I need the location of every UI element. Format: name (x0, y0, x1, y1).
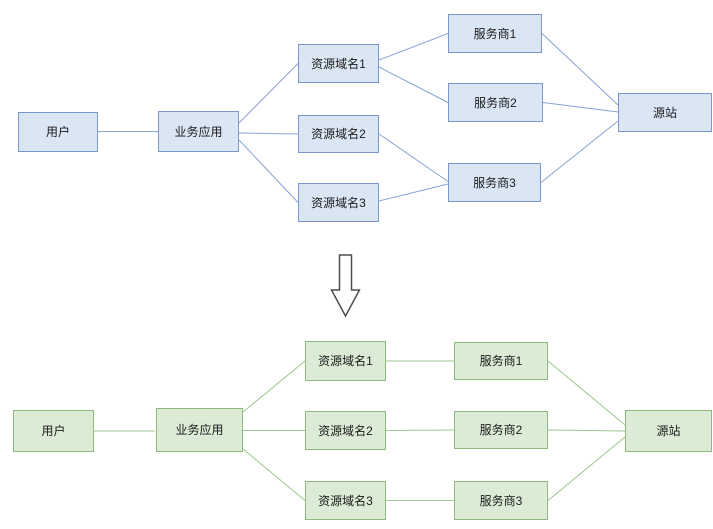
bottom-node-service-provider-3: 服务商3 (454, 481, 548, 520)
bottom-edge-provider1-origin (547, 360, 626, 426)
top-node-resource-domain-2: 资源域名2 (298, 115, 379, 153)
top-node-resource-domain-1: 资源域名1 (298, 44, 379, 83)
bottom-edge-domain2-provider2 (385, 429, 455, 431)
bottom-node-origin: 源站 (625, 410, 712, 452)
bottom-node-service-provider-1: 服务商1 (454, 342, 548, 380)
bottom-node-service-provider-2: 服务商2 (454, 411, 548, 449)
bottom-node-resource-domain-2: 资源域名2 (305, 411, 386, 450)
top-node-user: 用户 (18, 112, 98, 152)
bottom-node-resource-domain-1: 资源域名1 (305, 341, 386, 381)
top-node-service-provider-2: 服务商2 (448, 83, 543, 122)
top-node-resource-domain-3: 资源域名3 (298, 183, 379, 222)
bottom-edge-app-domain1 (242, 360, 306, 413)
top-node-origin: 源站 (618, 93, 712, 132)
bottom-edge-provider2-origin (547, 429, 626, 432)
top-edge-app-domain3 (238, 139, 299, 203)
top-node-service-provider-1: 服务商1 (448, 14, 542, 53)
top-edge-provider2-origin (542, 102, 619, 113)
top-edge-domain1-provider1 (378, 33, 449, 61)
top-node-business-app: 业务应用 (158, 111, 239, 152)
top-edge-app-domain2 (238, 132, 299, 135)
top-edge-domain3-provider3 (378, 183, 449, 202)
down-arrow-icon (330, 254, 361, 318)
top-node-service-provider-3: 服务商3 (448, 163, 541, 202)
bottom-edge-provider3-origin (547, 436, 626, 501)
top-edge-provider3-origin (540, 120, 619, 183)
bottom-node-resource-domain-3: 资源域名3 (305, 481, 386, 520)
top-edge-app-domain1 (238, 63, 299, 124)
bottom-node-business-app: 业务应用 (156, 408, 243, 452)
top-edge-domain2-provider3 (378, 133, 449, 182)
bottom-node-user: 用户 (13, 410, 94, 452)
bottom-edge-app-domain3 (242, 448, 306, 501)
top-edge-provider1-origin (541, 33, 619, 106)
top-edge-domain1-provider2 (378, 66, 449, 103)
